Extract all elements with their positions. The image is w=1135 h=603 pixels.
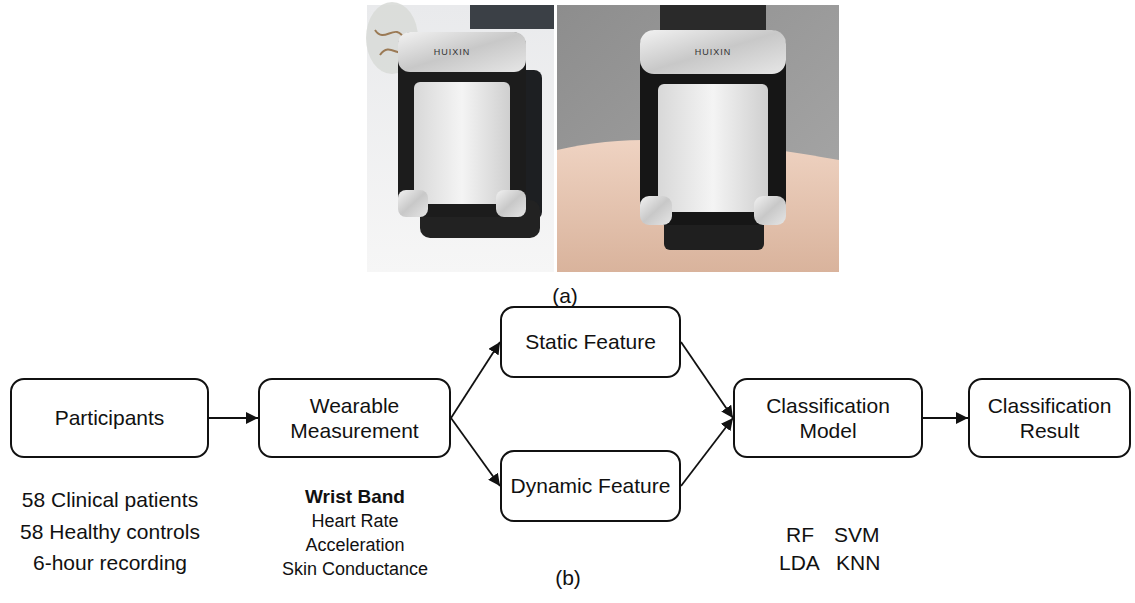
device-corner bbox=[754, 196, 786, 225]
annotation-label: KNN bbox=[836, 551, 880, 575]
annotation-label: Heart Rate bbox=[311, 511, 398, 532]
box-label: Dynamic Feature bbox=[511, 473, 671, 498]
device-face bbox=[658, 84, 768, 212]
flow-arrow bbox=[681, 342, 733, 418]
device-face bbox=[414, 82, 510, 204]
annotation-label: SVM bbox=[834, 523, 880, 547]
process-box: Dynamic Feature bbox=[500, 450, 681, 522]
process-box: Static Feature bbox=[500, 306, 681, 378]
box-text-group: Static Feature bbox=[525, 329, 656, 354]
box-text-group: Dynamic Feature bbox=[511, 473, 671, 498]
annotation-label: (b) bbox=[555, 566, 581, 590]
annotation-label: 58 Clinical patients bbox=[22, 488, 198, 512]
device-brand: HUIXIN bbox=[695, 47, 732, 57]
flow-arrow bbox=[451, 342, 500, 418]
box-label: Participants bbox=[55, 405, 165, 430]
device-frame bbox=[640, 30, 786, 225]
flow-arrow bbox=[681, 418, 733, 486]
annotation-label: 6-hour recording bbox=[33, 551, 187, 575]
process-box: Classification Model bbox=[733, 378, 923, 458]
photo-background bbox=[557, 5, 839, 272]
annotation-label: Skin Conductance bbox=[282, 559, 428, 580]
device-top bbox=[640, 30, 786, 74]
annotation-label: (a) bbox=[552, 284, 578, 308]
process-box: Wearable Measurement bbox=[258, 378, 451, 458]
box-text-group: Wearable Measurement bbox=[268, 393, 441, 443]
device-corner bbox=[398, 190, 428, 217]
table-edge bbox=[470, 5, 554, 29]
box-label: Classification Model bbox=[743, 393, 913, 443]
device-corner bbox=[640, 196, 672, 225]
flow-arrow bbox=[923, 417, 968, 419]
box-text-group: Classification Result bbox=[978, 393, 1121, 443]
box-label: Static Feature bbox=[525, 329, 656, 354]
box-label: Classification Result bbox=[978, 393, 1121, 443]
annotation-label: LDA bbox=[779, 551, 820, 575]
box-label: Wearable Measurement bbox=[268, 393, 441, 443]
annotation-label: Acceleration bbox=[305, 535, 404, 556]
annotation-label: 58 Healthy controls bbox=[20, 520, 200, 544]
process-box: Participants bbox=[10, 378, 209, 458]
flow-arrow bbox=[209, 417, 258, 419]
annotation-label: RF bbox=[786, 523, 814, 547]
box-text-group: Participants bbox=[55, 405, 165, 430]
device-frame bbox=[398, 32, 526, 217]
annotation-label: Wrist Band bbox=[305, 486, 405, 508]
device-top bbox=[398, 32, 526, 72]
device-corner bbox=[496, 190, 526, 217]
process-box: Classification Result bbox=[968, 378, 1131, 458]
flow-arrow bbox=[451, 418, 500, 486]
device-brand: HUIXIN bbox=[434, 47, 471, 57]
box-text-group: Classification Model bbox=[743, 393, 913, 443]
